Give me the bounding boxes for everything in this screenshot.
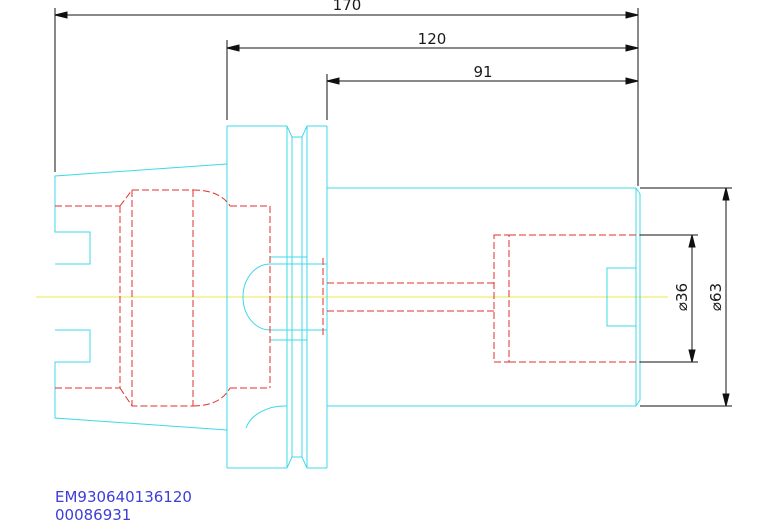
dim-overall-length: 170: [333, 0, 362, 14]
dim-body-length: 91: [473, 63, 492, 81]
article-number: EM930640136120: [55, 488, 192, 506]
id-code: 00086931: [55, 506, 132, 524]
dimension-lines: [54, 8, 732, 407]
dim-bore-diameter: ⌀36: [673, 283, 691, 311]
dim-outer-diameter: ⌀63: [707, 283, 725, 311]
dim-flange-to-end: 120: [418, 30, 447, 48]
hidden-lines: [55, 189, 640, 407]
part-outline: [54, 125, 641, 469]
